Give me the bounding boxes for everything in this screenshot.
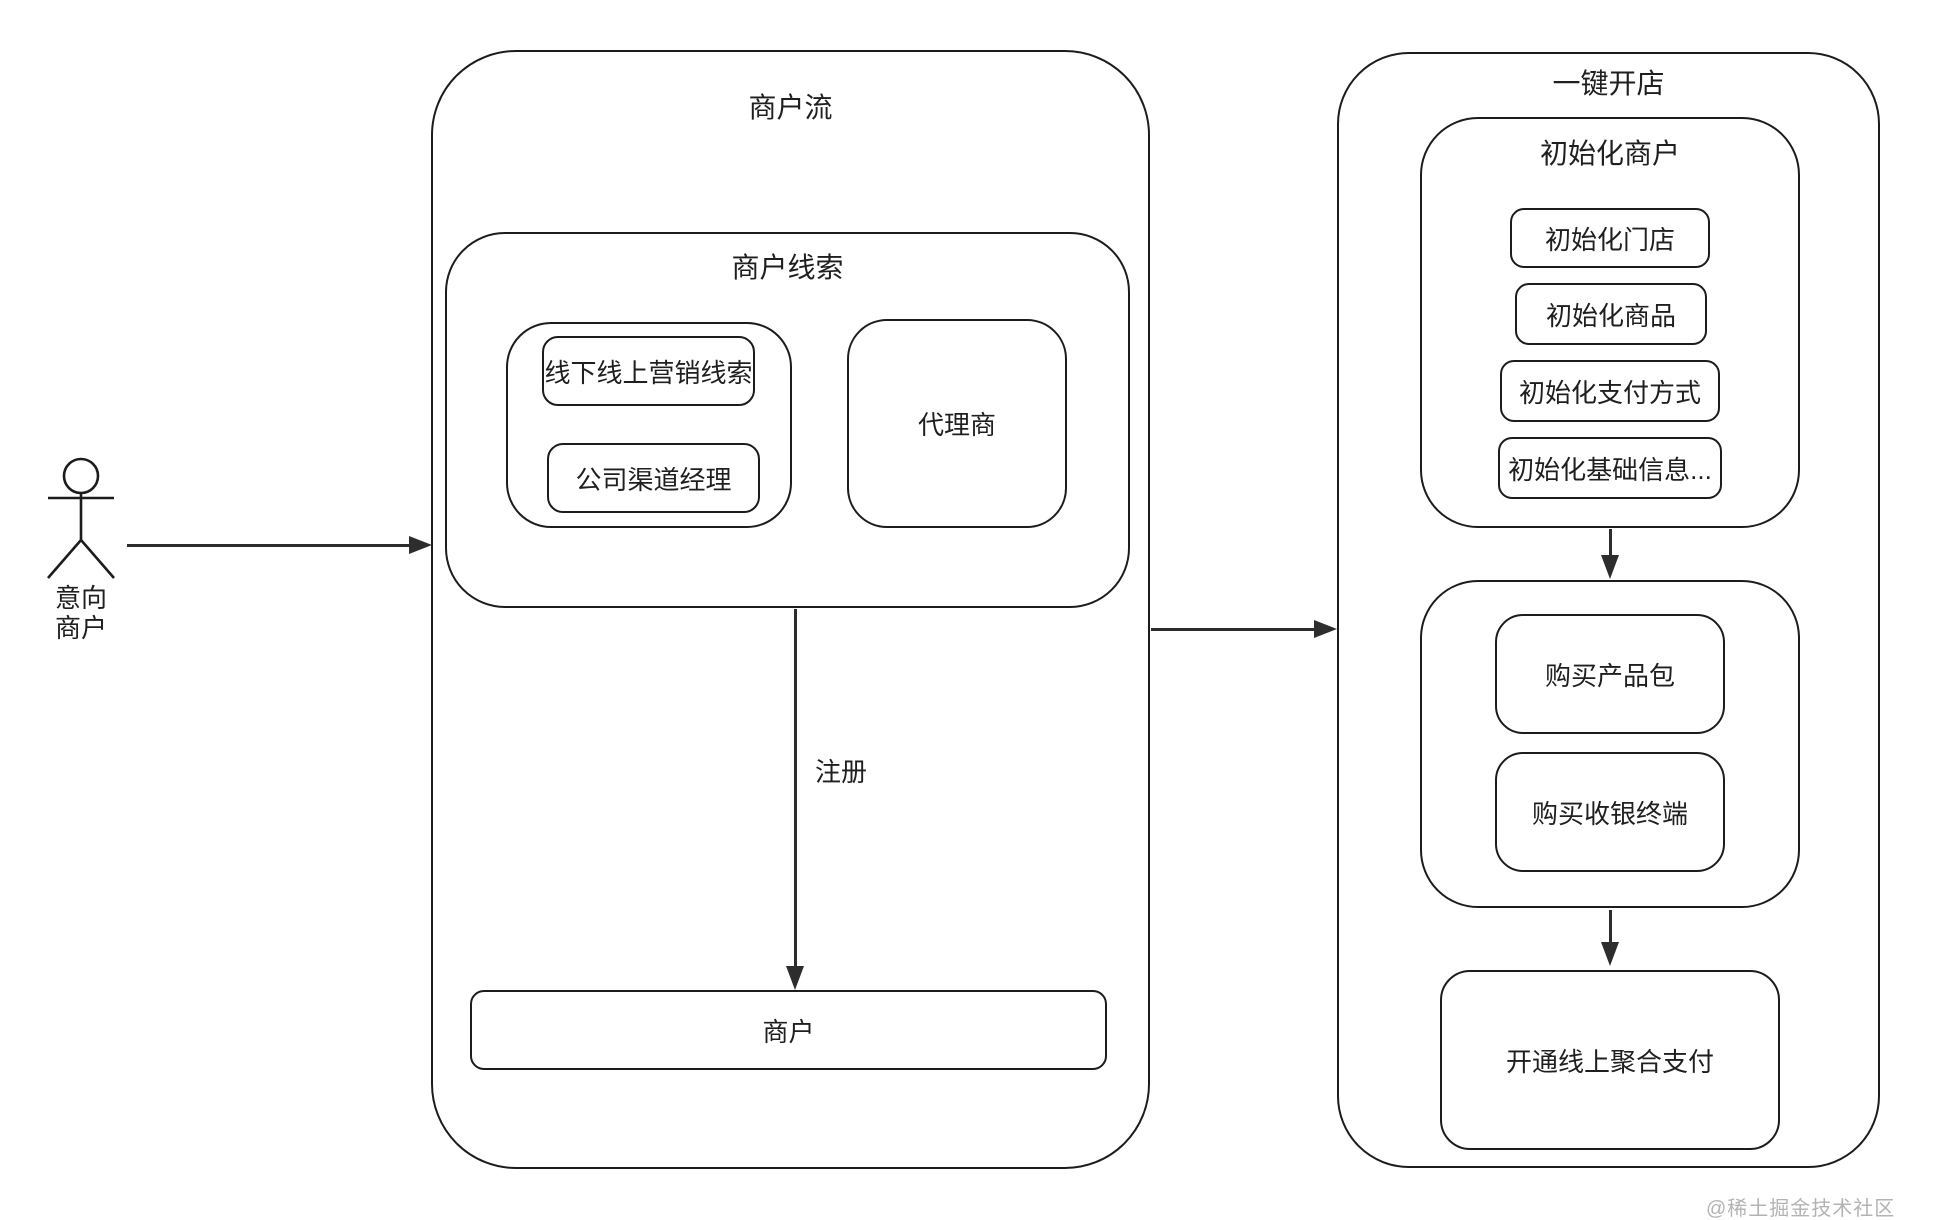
init-step-payment-box: 初始化支付方式 — [1500, 360, 1720, 422]
merchant-label: 商户 — [762, 1016, 815, 1047]
lead-source-channel-manager-label: 公司渠道经理 — [575, 464, 732, 495]
init-step-basicinfo-label: 初始化基础信息... — [1508, 454, 1712, 485]
merchant-box: 商户 — [470, 990, 1107, 1070]
merchant-leads-title: 商户线索 — [731, 252, 844, 283]
agent-label: 代理商 — [917, 410, 996, 440]
purchase-cashier-terminal-label: 购买收银终端 — [1531, 798, 1688, 829]
purchase-product-package-box: 购买产品包 — [1495, 614, 1725, 734]
init-merchant-title: 初始化商户 — [1539, 138, 1680, 169]
actor-label-line2: 商户 — [54, 613, 107, 643]
init-step-payment-label: 初始化支付方式 — [1518, 377, 1701, 408]
actor-label: 意向 商户 — [20, 583, 142, 643]
purchase-product-package-label: 购买产品包 — [1544, 660, 1675, 691]
init-step-goods-label: 初始化商品 — [1545, 300, 1676, 331]
register-label: 注册 — [815, 757, 868, 787]
stick-figure-icon — [47, 457, 115, 579]
lead-source-channel-manager-box: 公司渠道经理 — [547, 443, 760, 513]
watermark-text: @稀土掘金技术社区 — [1706, 1198, 1896, 1220]
init-step-goods-box: 初始化商品 — [1515, 283, 1707, 345]
init-step-basicinfo-box: 初始化基础信息... — [1498, 437, 1722, 499]
merchant-flow-title: 商户流 — [748, 92, 833, 123]
lead-source-marketing-label: 线下线上营销线索 — [544, 357, 753, 388]
purchase-cashier-terminal-box: 购买收银终端 — [1495, 752, 1725, 872]
init-step-store-box: 初始化门店 — [1510, 208, 1710, 268]
actor-label-line1: 意向 — [54, 583, 107, 613]
one-click-store-title: 一键开店 — [1552, 68, 1665, 99]
init-step-store-label: 初始化门店 — [1544, 224, 1675, 255]
open-payment-box: 开通线上聚合支付 — [1440, 970, 1780, 1150]
lead-source-marketing-box: 线下线上营销线索 — [542, 336, 755, 406]
open-payment-label: 开通线上聚合支付 — [1505, 1046, 1714, 1077]
agent-box: 代理商 — [847, 319, 1067, 528]
